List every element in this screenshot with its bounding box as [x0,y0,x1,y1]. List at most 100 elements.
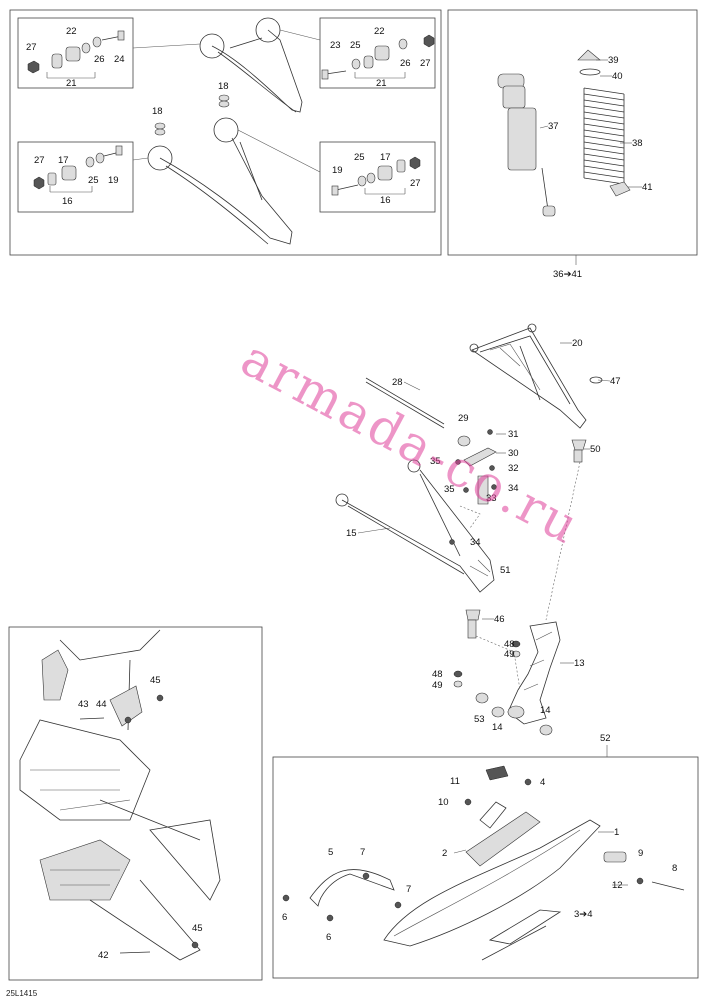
bolt-7b [394,901,402,909]
subbox-lower-left [17,141,134,213]
bushing-14b [539,724,553,736]
retainer-ring [579,68,601,76]
callout: 31 [508,429,519,440]
callout: 29 [458,413,469,424]
nut-48b [453,670,463,678]
watermark: armada-co.ru [232,329,590,556]
ball-joint-50 [571,439,587,463]
panel-frame [8,626,263,981]
callout: 53 [474,714,485,725]
callout: 32 [508,463,519,474]
callout: 34 [470,537,481,548]
callout: 3➔4 [574,909,593,920]
callout: 6 [326,932,331,943]
callout: 44 [96,699,107,710]
callout-labels: 27 22 26 24 21 22 23 25 26 27 21 18 18 2… [26,26,677,961]
callout: 6 [282,912,287,923]
nut-4 [524,778,532,786]
bushing-53 [475,692,489,704]
callout: 45 [192,923,203,934]
washer-18-upper [218,94,230,102]
ring-47 [589,376,603,384]
lower-right-hardware [331,156,421,196]
bolt-7a [362,872,370,880]
panel-frame [9,9,442,256]
callout: 45 [150,675,161,686]
callout: 24 [114,54,125,65]
panel-frame-mount [8,626,263,981]
callout: 35 [444,484,455,495]
lower-left-hardware [33,145,123,193]
bolt-6b [326,914,334,922]
callout: 10 [438,797,449,808]
leader-lines [357,59,642,886]
callout: 18 [152,106,163,117]
callout: 25 [88,175,99,186]
bracket-30 [449,429,497,545]
panel-ski [272,745,699,979]
callout: 22 [66,26,77,37]
callout: 27 [34,155,45,166]
spindle [507,621,561,725]
subbox-upper-right [319,17,436,89]
callout: 20 [572,338,583,349]
callout: 52 [600,733,611,744]
ski-leg [465,801,541,867]
panel-a-arm-hardware [9,9,442,256]
chassis-frame [19,629,164,821]
upper-a-arm [469,323,587,429]
callout: 51 [500,565,511,576]
ski-handle [309,869,395,907]
callout: 42 [98,950,109,961]
callout: 26 [400,58,411,69]
callout: 4 [540,777,545,788]
bolt-8 [651,881,685,891]
bolt-6a [282,894,290,902]
callout: 8 [672,863,677,874]
tie-rod [365,377,445,429]
subbox-lower-right [319,141,436,213]
callout: 27 [410,178,421,189]
upper-left-hardware [27,30,125,79]
callout: 7 [406,884,411,895]
callout: 37 [548,121,559,132]
callout: 2 [442,848,447,859]
washer-18-upper-2 [218,100,230,108]
callout: 23 [330,40,341,51]
callout: 22 [374,26,385,37]
callout: 46 [494,614,505,625]
callout: 18 [218,81,229,92]
washer-9 [636,877,644,885]
a-arm-upper-sketch [132,17,321,113]
callout: 49 [432,680,443,691]
callout: 16 [380,195,391,206]
callout: 25 [354,152,365,163]
shock-absorber [497,73,556,217]
callout: 17 [58,155,69,166]
callout: 9 [638,848,643,859]
callout: 25 [350,40,361,51]
callout: 14 [540,705,551,716]
cover-11 [485,765,509,781]
nut-10 [464,798,472,806]
callout: 26 [94,54,105,65]
callout: 12 [612,880,623,891]
callout: 38 [632,138,643,149]
link-line [475,635,521,691]
callout: 33 [486,493,497,504]
a-arm-lower-sketch [132,117,321,245]
nut-48a [511,640,521,648]
link-line [545,461,581,621]
callout: 35 [430,456,441,467]
ball-joint-46 [465,609,481,639]
spring [583,87,625,185]
ski-body [383,819,601,961]
callout: 19 [108,175,119,186]
washer-18-lower-2 [154,128,166,136]
bushing-12 [603,851,627,863]
panel-frame [272,756,699,979]
callout: 43 [78,699,89,710]
callout: 49 [504,649,515,660]
callout: 30 [508,448,519,459]
